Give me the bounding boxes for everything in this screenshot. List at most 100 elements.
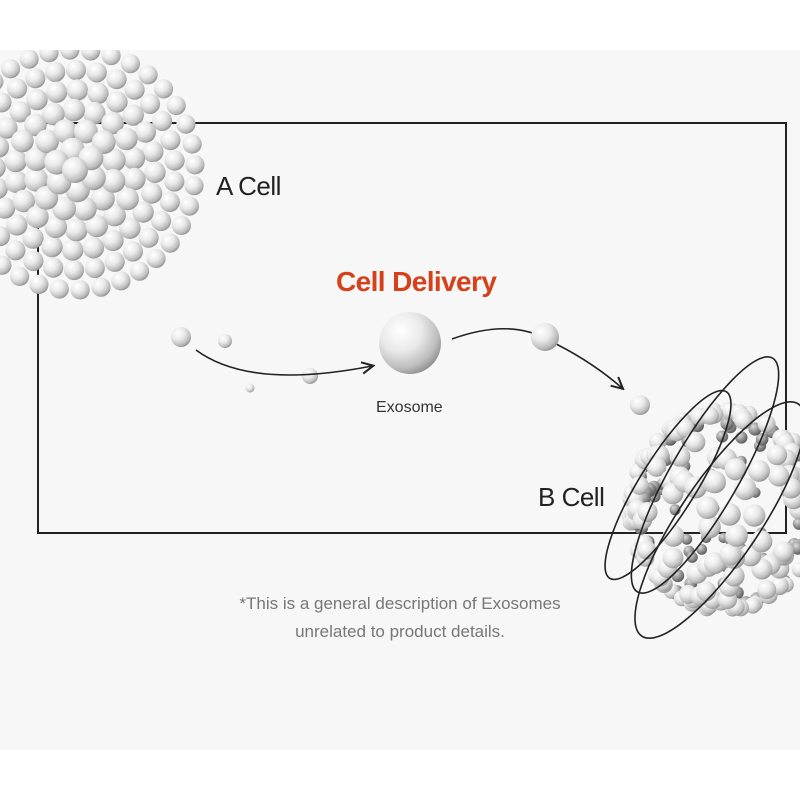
cell-sphere [104,251,125,272]
cell-sphere [120,54,140,74]
cell-sphere [101,111,124,135]
cell-sphere [39,50,59,63]
cell-sphere [124,79,145,100]
cell-sphere [24,147,49,171]
cell-sphere [61,239,84,261]
cell-sphere [85,214,108,238]
disclaimer: *This is a general description of Exosom… [0,590,800,646]
exosome-particle-arriving [630,395,650,415]
cell-sphere [106,69,127,90]
cell-sphere [43,257,64,278]
cell-sphere [91,186,115,211]
cell-sphere [160,233,180,253]
cell-sphere [773,541,794,562]
b-cell-ring-middle [630,356,780,594]
cell-sphere [140,182,163,204]
cell-sphere [132,201,154,223]
cell-sphere [703,470,726,494]
cell-sphere [662,525,685,547]
diagram-artwork [0,50,800,640]
cell-sphere [53,119,78,144]
cell-sphere [0,136,10,158]
cell-sphere [101,50,121,66]
cell-sphere [630,476,649,495]
particle [218,334,232,348]
cell-delivery-title: Cell Delivery [336,266,497,297]
cell-sphere [159,191,180,212]
cell-sphere [138,227,159,248]
cell-sphere [184,176,204,196]
cell-sphere [164,150,185,171]
cell-sphere [70,280,90,300]
cell-sphere [637,540,657,560]
particle [171,327,191,347]
disclaimer-line-1: *This is a general description of Exosom… [239,594,561,613]
cell-sphere [724,458,747,481]
cell-sphere [646,457,667,477]
cell-sphere [111,271,131,291]
cell-sphere [91,277,111,297]
cell-sphere [734,410,753,430]
cell-sphere [719,543,742,566]
cell-sphere [5,240,26,261]
cell-sphere [65,218,88,242]
cell-sphere [0,92,12,113]
cell-sphere [151,210,172,231]
a-cell-sphere-cluster [0,50,205,300]
cell-sphere [41,235,63,258]
cell-sphere [123,167,146,191]
cell-sphere [26,88,48,111]
cell-sphere [22,227,44,249]
cell-sphere [52,196,76,221]
cell-sphere [766,444,788,466]
cell-sphere [138,65,158,85]
cell-sphere [84,257,105,279]
cell-sphere [0,197,16,219]
cell-sphere [0,226,11,247]
cell-sphere [792,517,800,530]
exosome-particle-mid [531,323,559,351]
cell-sphere [185,155,205,175]
cell-sphere [19,50,39,69]
cell-sphere [160,130,181,151]
cell-sphere [686,551,698,563]
cell-sphere [65,59,87,81]
cell-sphere [87,82,109,105]
cell-sphere [743,504,766,527]
cell-sphere [6,214,28,236]
cell-sphere [12,189,35,213]
cell-sphere [696,496,719,519]
cell-sphere [103,203,126,227]
cell-sphere [684,431,706,453]
cell-sphere [134,121,157,143]
cell-sphere [768,465,790,487]
cell-sphere [9,101,31,123]
cell-sphere [662,547,684,569]
cell-sphere [166,95,186,116]
cell-sphere [81,50,101,61]
cell-sphere [0,59,21,79]
cell-sphere [4,170,28,193]
cell-sphere [66,79,89,101]
delivery-arrow-left [195,349,372,376]
cell-sphere [74,119,98,144]
cell-sphere [179,196,199,216]
particle [245,383,255,393]
cell-sphere [62,98,85,122]
b-cell-sphere-cluster [621,402,800,617]
cell-sphere [0,255,12,275]
exosome-label: Exosome [376,399,443,416]
cell-sphere [44,215,67,239]
cell-sphere [122,147,146,170]
cell-sphere [139,93,161,114]
exosome-particles-outgoing [171,327,318,393]
cell-sphere [146,248,166,269]
cell-sphere [101,148,126,173]
cell-sphere [750,530,773,553]
cell-sphere [24,113,47,137]
diagram-panel: A Cell B Cell Cell Delivery Exosome *Thi… [0,50,800,750]
cell-sphere [171,215,191,235]
cell-sphere [129,261,150,281]
disclaimer-line-2: unrelated to product details. [295,622,505,641]
cell-sphere [42,102,65,126]
